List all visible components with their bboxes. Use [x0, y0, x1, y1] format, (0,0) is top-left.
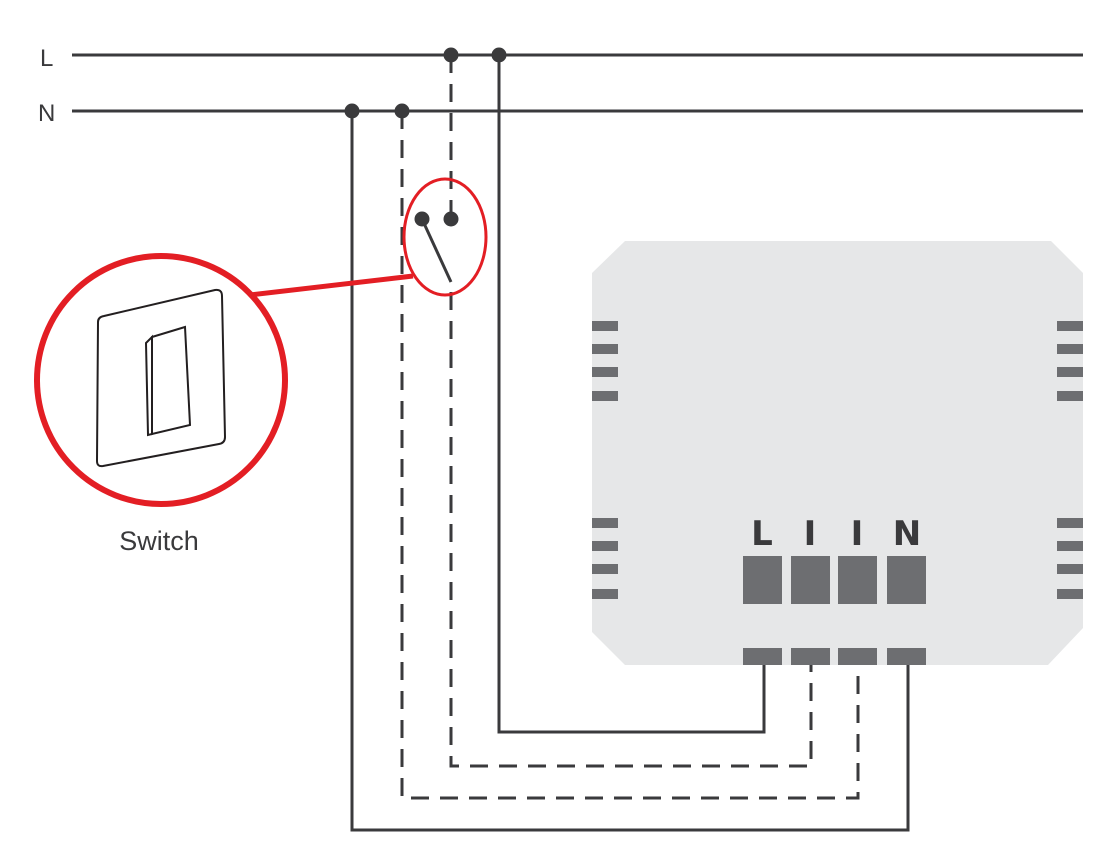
wires	[350, 55, 910, 832]
neutral-wire-to-i2	[400, 111, 860, 800]
contact-dot-right	[443, 211, 459, 227]
left-vents-top	[592, 321, 618, 401]
switched-wire-to-i1	[449, 292, 813, 768]
terminal-label-n: N	[893, 514, 921, 554]
terminal-label-i1: I	[804, 514, 817, 554]
switch-contact	[402, 177, 488, 297]
switch-highlight-ellipse	[402, 177, 488, 297]
terminal-label-i2: I	[851, 514, 864, 554]
terminal-block-i1	[791, 556, 830, 604]
junction-dots	[344, 47, 507, 119]
terminal-label-l: L	[751, 514, 773, 554]
rocker-icon	[151, 325, 192, 436]
live-wire-to-l	[497, 55, 766, 734]
rocker-side-icon	[144, 334, 153, 437]
smart-module: L I I N	[592, 241, 1083, 665]
supply-lines: L N	[38, 45, 1083, 127]
terminal-blocks	[743, 556, 926, 604]
callout-line	[249, 273, 414, 298]
contact-dot-left	[414, 211, 430, 227]
module-body	[592, 241, 1083, 665]
bottom-connectors	[743, 648, 926, 665]
neutral-line-label: N	[38, 100, 55, 127]
live-line-label: L	[40, 45, 53, 72]
neutral-wire-to-n	[350, 111, 910, 832]
terminal-block-l	[743, 556, 782, 604]
terminal-block-n	[887, 556, 926, 604]
right-vents-top	[1057, 321, 1083, 401]
terminal-block-i2	[838, 556, 877, 604]
switch-caption: Switch	[119, 526, 199, 556]
left-vents-bottom	[592, 518, 618, 599]
switch-magnifier: Switch	[34, 253, 288, 556]
right-vents-bottom	[1057, 518, 1083, 599]
